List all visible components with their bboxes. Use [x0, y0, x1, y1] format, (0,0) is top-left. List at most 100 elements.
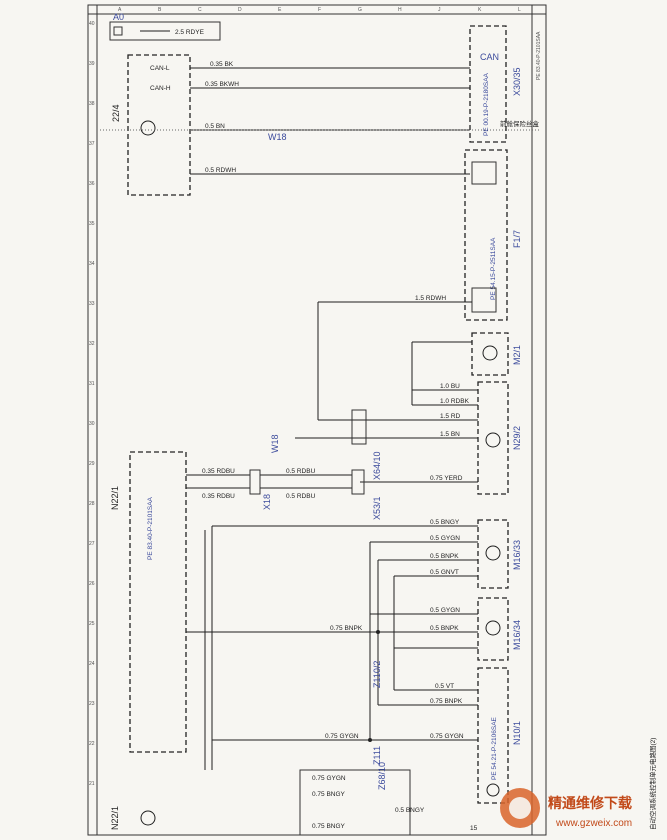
wire-x18-a-label: 0.35 RDBU: [202, 468, 235, 475]
col-letter: A: [118, 7, 122, 13]
pin-15: 15: [470, 825, 478, 832]
f1-7-part: PE 54.15-P-2511SAA: [490, 237, 497, 300]
a0-box: [109, 21, 221, 41]
a0-block: A0 2.5 RDYE: [109, 12, 221, 41]
module-note: 前舱保险丝盒: [500, 119, 540, 128]
f1-7-fuse-bottom: [471, 287, 497, 313]
wire-075gygn-right-label: 0.75 GYGN: [430, 733, 464, 740]
connector-22-4-box: [127, 54, 191, 196]
connector-symbol: [140, 120, 156, 136]
z110-2-ref: Z110/2: [372, 661, 382, 688]
row-number: 40: [89, 21, 95, 27]
z111-ref: Z111: [372, 746, 382, 765]
col-letter: J: [438, 7, 441, 13]
wire-10rdbk-label: 1.0 RDBK: [440, 398, 470, 405]
row-number: 22: [89, 741, 95, 747]
row-number: 31: [89, 381, 95, 387]
module-m16-34: M16/34: [477, 597, 522, 661]
col-letter: F: [318, 7, 321, 13]
x64-10-connector: [351, 409, 367, 445]
wire-m33-4-label: 0.5 GNVT: [430, 569, 459, 576]
module-n29-2-box: [477, 381, 509, 495]
module-m16-33-box: [477, 519, 509, 589]
row-number: 26: [89, 581, 95, 587]
x18-connector: [249, 469, 261, 495]
row-number: 30: [89, 421, 95, 427]
module-part: PE 00.19-P-2180SAA: [483, 72, 490, 136]
f1-7-fuse-top: [471, 161, 497, 185]
can-h-label: CAN-H: [150, 85, 171, 92]
z110-2-node: [376, 630, 380, 634]
module-conn: X30/35: [512, 67, 522, 96]
row-number: 28: [89, 501, 95, 507]
bottom-wire-4: 0.75 BNGY: [312, 823, 346, 830]
wire-10bu-label: 1.0 BU: [440, 383, 460, 390]
bottom-wire-1: 0.75 GYGN: [312, 775, 346, 782]
motor-m2-1-symbol: [482, 345, 498, 361]
col-letter: B: [158, 7, 162, 13]
row-number: 33: [89, 301, 95, 307]
row-number: 32: [89, 341, 95, 347]
wire-m33-1-label: 0.5 BNGY: [430, 519, 460, 526]
row-number: 27: [89, 541, 95, 547]
watermark-cn: 精通维修下载: [548, 795, 632, 811]
n10-1-part: PE 54.21-P-2106SAE: [491, 716, 498, 780]
wire-075yerd-label: 0.75 YERD: [430, 475, 463, 482]
column-letters: A B C D E F G H J K L: [118, 7, 521, 13]
wire-05vt-label: 0.5 VT: [435, 683, 454, 690]
row-number: 29: [89, 461, 95, 467]
row-number: 39: [89, 61, 95, 67]
wire-x18-c-label: 0.5 RDBU: [286, 468, 316, 475]
wire-15rd-label: 1.5 RD: [440, 413, 461, 420]
bottom-box: [299, 769, 411, 836]
wire-m33-2-label: 0.5 GYGN: [430, 535, 460, 542]
col-letter: G: [358, 7, 362, 13]
w18-mid-label: W18: [270, 434, 280, 453]
row-number: 37: [89, 141, 95, 147]
module-m16-33: M16/33: [477, 519, 522, 589]
m16-33-symbol: [485, 545, 501, 561]
wire-bn-label: 0.5 BN: [205, 123, 225, 130]
module-n29-2: N29/2: [477, 381, 522, 495]
module-n10-1-box: [477, 667, 509, 804]
module-can-label: CAN: [480, 52, 499, 62]
col-letter: D: [238, 7, 242, 13]
col-letter: E: [278, 7, 282, 13]
n10-1-symbol: [486, 783, 500, 797]
col-letter: K: [478, 7, 482, 13]
watermark-url: www.gzweix.com: [555, 818, 632, 829]
n22-1-bottom-ref: N22/1: [110, 806, 120, 830]
module-x30-35-box: [469, 25, 507, 143]
watermark: 精通维修下载 www.gzweix.com: [500, 788, 632, 829]
row-number: 21: [89, 781, 95, 787]
col-letter: H: [398, 7, 402, 13]
z111-node: [368, 738, 372, 742]
col-letter: C: [198, 7, 202, 13]
wire-075bnpk-label: 0.75 BNPK: [330, 625, 363, 632]
row-number: 38: [89, 101, 95, 107]
bottom-wire-2: 0.75 BNGY: [312, 791, 346, 798]
wire-m34-2-label: 0.5 BNPK: [430, 625, 459, 632]
module-f1-7-box: [464, 149, 508, 321]
a0-ref: A0: [113, 12, 124, 22]
wire-075gygn-left-label: 0.75 GYGN: [325, 733, 359, 740]
wire-bk-label: 0.35 BK: [210, 61, 234, 68]
x64-10-ref: X64/10: [372, 451, 382, 480]
wire-x18-b-label: 0.35 RDBU: [202, 493, 235, 500]
connector-22-4: 22/4 CAN-L CAN-H: [111, 54, 191, 196]
wire-x18-d-label: 0.5 RDBU: [286, 493, 316, 500]
n10-1-ref: N10/1: [512, 721, 522, 745]
can-l-label: CAN-L: [150, 65, 170, 72]
n29-2-symbol: [485, 432, 501, 448]
row-number: 34: [89, 261, 95, 267]
right-caption: 自动空调系统控制单元电路图(2): [648, 738, 657, 830]
a0-pin: [113, 26, 123, 36]
n22-1-top-ref: N22/1: [110, 486, 120, 510]
watermark-logo-inner: [509, 797, 531, 819]
m16-34-symbol: [485, 620, 501, 636]
wire-15bn-label: 1.5 BN: [440, 431, 460, 438]
wire-m34-1-label: 0.5 GYGN: [430, 607, 460, 614]
row-number: 36: [89, 181, 95, 187]
n22-1-bottom-symbol: [140, 810, 156, 826]
